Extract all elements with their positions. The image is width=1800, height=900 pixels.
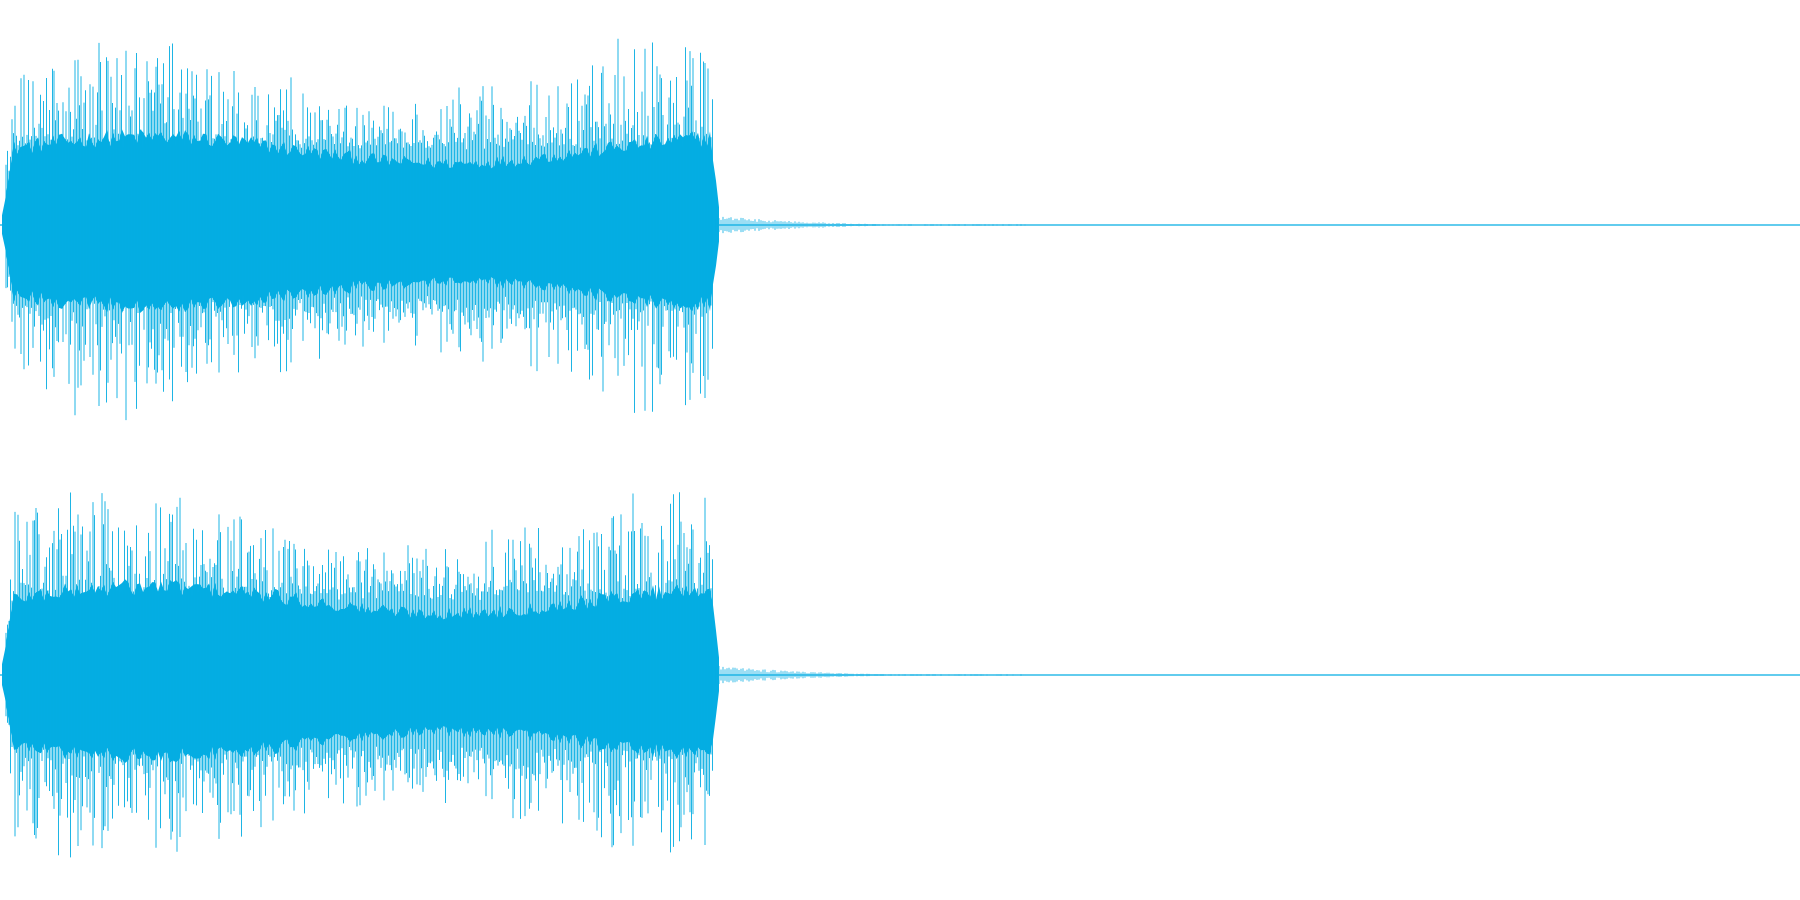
waveform-left-svg xyxy=(0,38,1800,421)
waveform-decay-tail xyxy=(714,666,1026,684)
waveform-peaks xyxy=(5,492,713,858)
waveform-channel-left xyxy=(0,38,1800,421)
waveform-right-svg xyxy=(0,492,1800,858)
waveform-decay-tail xyxy=(714,215,1026,235)
waveform-channel-right xyxy=(0,450,1800,900)
waveform-peaks xyxy=(5,38,713,421)
